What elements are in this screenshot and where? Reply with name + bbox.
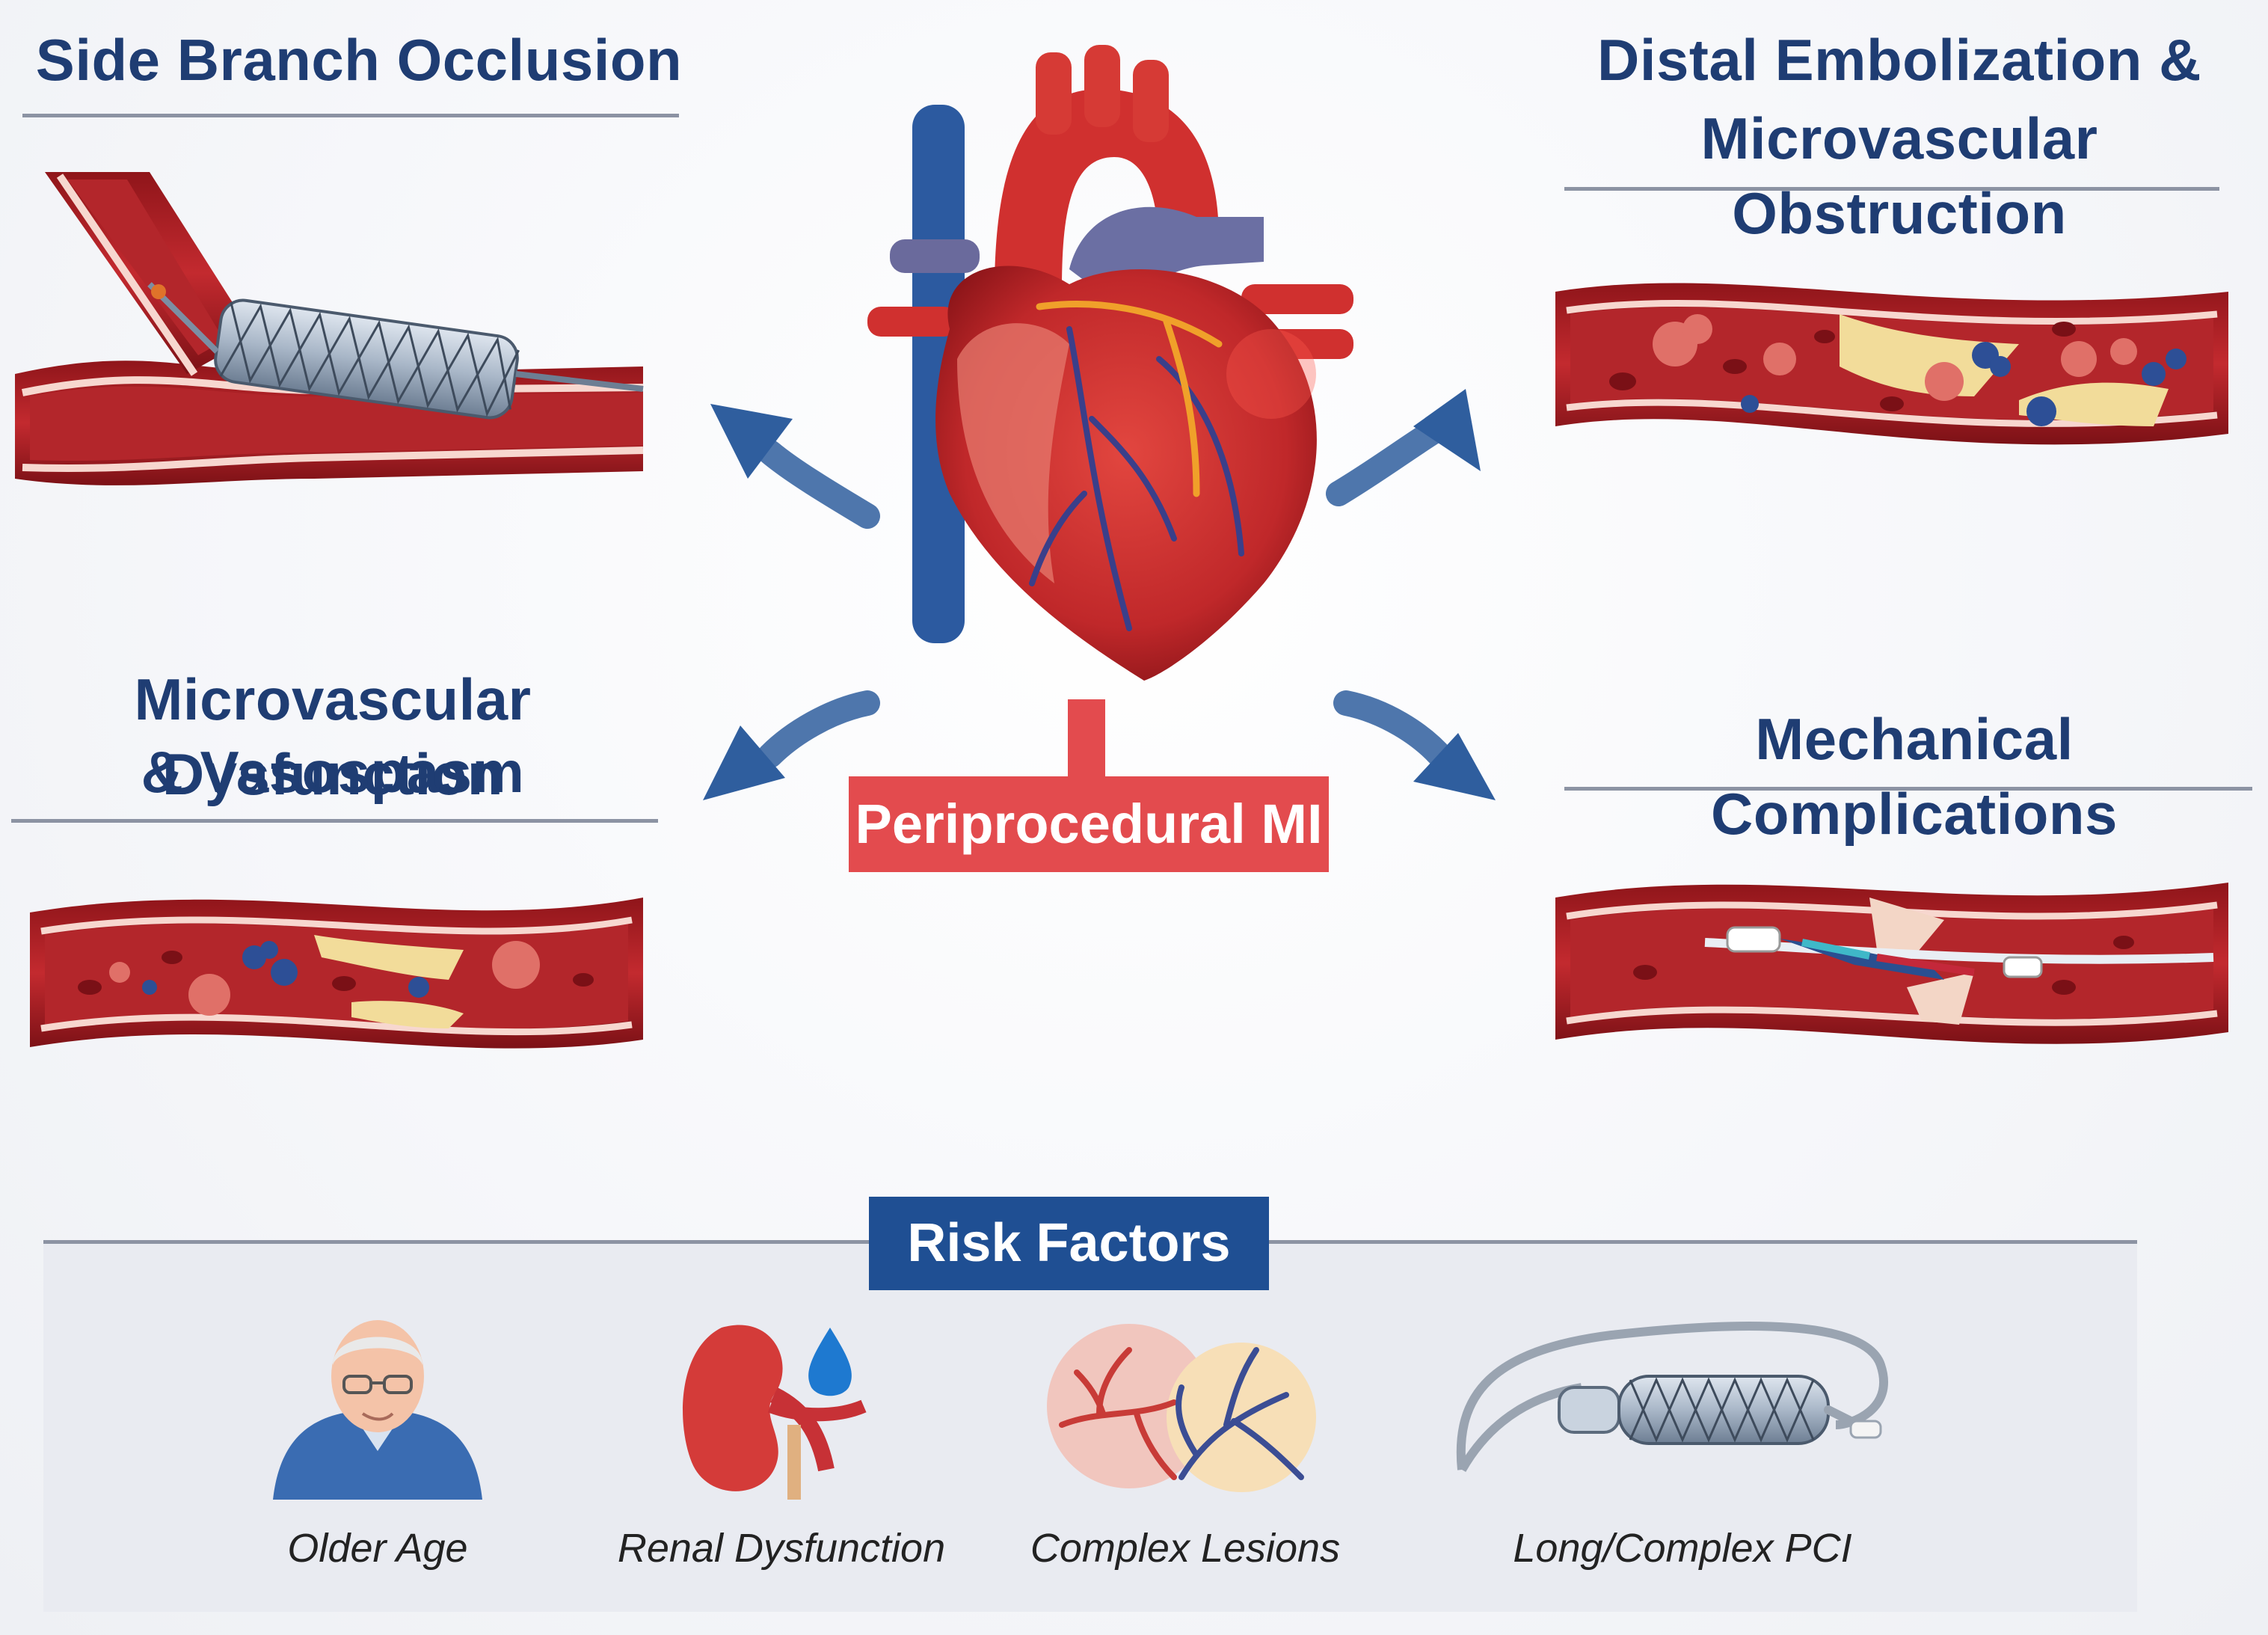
microvascular-dysfunction-rule [11, 819, 658, 823]
heart-icon [867, 45, 1353, 681]
risk-factors-heading: Risk Factors [869, 1197, 1269, 1290]
mechanical-complications-vessel-illustration [1555, 883, 2228, 1044]
risk-factor-label-complex-lesions: Complex Lesions [1030, 1526, 1341, 1571]
distal-embolization-title-line1: Distal Embolization & [1597, 27, 2201, 93]
side-branch-vessel-illustration [15, 172, 644, 485]
distal-embolization-title-line2: Microvascular Obstruction [1700, 105, 2098, 246]
periprocedural-mi-label: Periprocedural MI [849, 776, 1329, 872]
risk-factor-label-older-age: Older Age [287, 1526, 468, 1571]
arrow-to-distal-embolization [1326, 389, 1481, 506]
distal-embolization-vessel-illustration [1555, 283, 2228, 445]
arrow-to-mechanical-complications [1333, 690, 1496, 800]
distal-embolization-rule [1564, 187, 2219, 191]
elderly-person-icon [273, 1320, 482, 1500]
stent-catheter-icon [1456, 1322, 1888, 1472]
microvascular-dysfunction-title-line2: & Vasospasm [141, 739, 525, 805]
vessel-lesion-icon [1047, 1324, 1316, 1492]
risk-factor-label-renal-dysfunction: Renal Dysfunction [617, 1526, 946, 1571]
center-label-stem [1068, 699, 1105, 778]
kidney-icon [683, 1325, 867, 1500]
microvascular-dysfunction-title-line1: Microvascular Dysfunction [134, 666, 532, 807]
arrow-to-side-branch [710, 404, 880, 529]
mechanical-complications-rule [1564, 787, 2252, 791]
microvascular-dysfunction-vessel-illustration [30, 898, 643, 1049]
side-branch-occlusion-title: Side Branch Occlusion [35, 27, 683, 93]
risk-factor-label-long-complex-pci: Long/Complex PCI [1513, 1526, 1852, 1571]
side-branch-rule [22, 114, 679, 117]
arrow-to-microvascular-dysfunction [703, 690, 880, 800]
mechanical-complications-title: Mechanical Complications [1711, 706, 2118, 847]
